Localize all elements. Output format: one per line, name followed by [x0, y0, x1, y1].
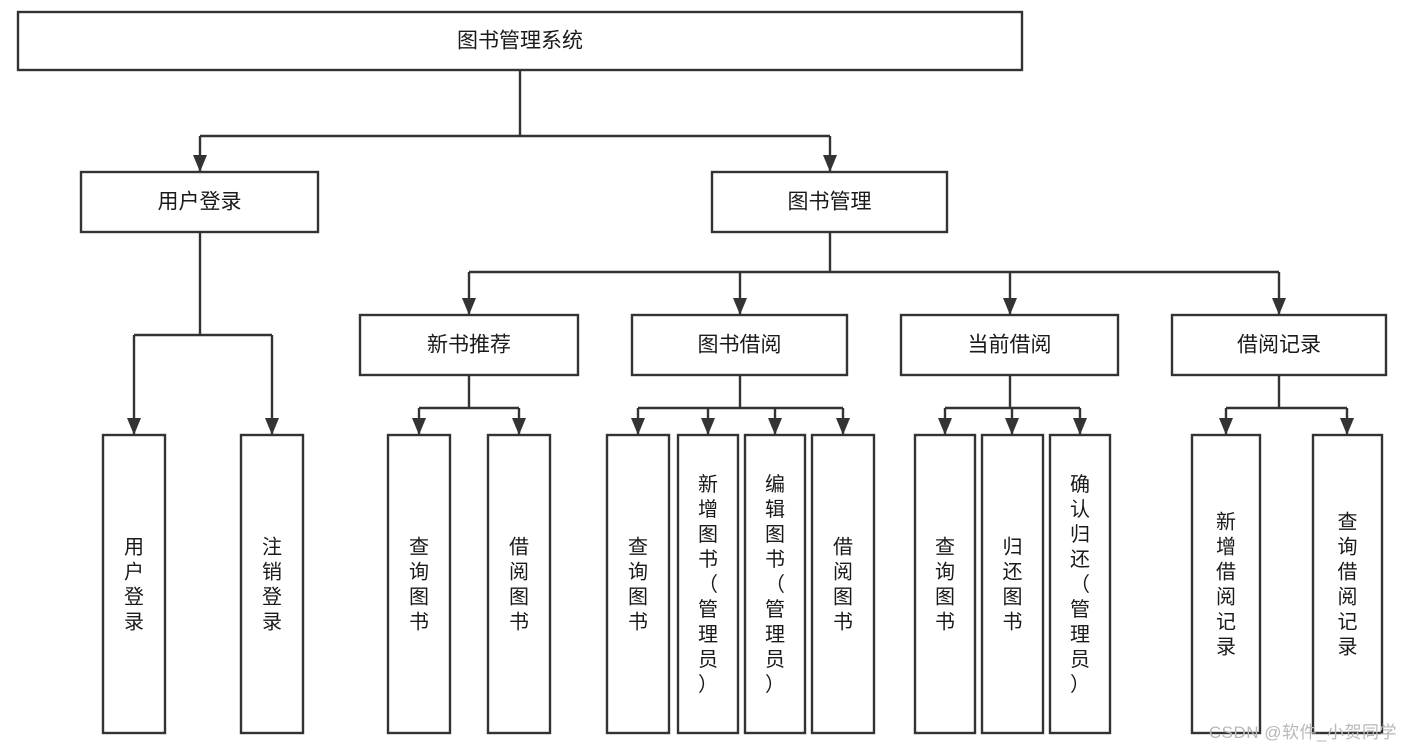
csdn-watermark: CSDN @软件_小贺同学: [1208, 723, 1397, 742]
node-leaf-8-查询图书[interactable]: 查询图书: [913, 433, 977, 735]
node-label: 借阅图书: [833, 536, 853, 634]
connector-group-0: [127, 232, 279, 435]
node-layer: 图书管理系统用户登录图书管理新书推荐图书借阅当前借阅借阅记录用户登录注销登录查询…: [16, 10, 1388, 735]
node-label: 借阅图书: [509, 536, 529, 634]
node-label: 新书推荐: [427, 334, 511, 357]
node-root-图书管理系统[interactable]: 图书管理系统: [16, 10, 1024, 72]
node-label: 当前借阅: [968, 334, 1052, 357]
node-label: 编辑图书（管理员）: [765, 473, 785, 696]
node-leaf-7-借阅图书[interactable]: 借阅图书: [810, 433, 876, 735]
node-level2-借阅记录[interactable]: 借阅记录: [1170, 313, 1388, 377]
node-leaf-5-新增图书管理员[interactable]: 新增图书（管理员）: [676, 433, 740, 735]
node-leaf-1-注销登录[interactable]: 注销登录: [239, 433, 305, 735]
node-label: 图书管理系统: [457, 30, 583, 53]
node-label: 查询图书: [628, 536, 648, 634]
connector-group-1: [412, 375, 526, 435]
node-level2-新书推荐[interactable]: 新书推荐: [358, 313, 580, 377]
node-leaf-0-用户登录[interactable]: 用户登录: [101, 433, 167, 735]
connector-layer: [127, 70, 1354, 435]
node-label: 用户登录: [124, 537, 144, 634]
connector-bookmgmt-to-level2: [462, 232, 1286, 315]
node-label: 注销登录: [262, 536, 282, 634]
node-label: 用户登录: [158, 191, 242, 214]
node-label: 图书借阅: [698, 334, 782, 357]
node-leaf-11-新增借阅记录[interactable]: 新增借阅记录: [1190, 433, 1262, 735]
node-leaf-2-查询图书[interactable]: 查询图书: [386, 433, 452, 735]
node-level2-图书借阅[interactable]: 图书借阅: [630, 313, 849, 377]
connector-group-2: [631, 375, 850, 435]
node-label: 图书管理: [788, 191, 872, 214]
node-leaf-3-借阅图书[interactable]: 借阅图书: [486, 433, 552, 735]
node-label: 新增借阅记录: [1216, 511, 1236, 659]
node-leaf-9-归还图书[interactable]: 归还图书: [980, 433, 1045, 735]
node-label: 新增图书（管理员）: [698, 473, 718, 696]
connector-root-to-level1: [193, 70, 837, 172]
node-leaf-6-编辑图书管理员[interactable]: 编辑图书（管理员）: [743, 433, 807, 735]
node-label: 查询图书: [409, 536, 429, 634]
node-level1-图书管理[interactable]: 图书管理: [710, 170, 949, 234]
node-label: 借阅记录: [1237, 334, 1321, 357]
node-level2-当前借阅[interactable]: 当前借阅: [899, 313, 1120, 377]
connector-group-3: [938, 375, 1087, 435]
node-label: 归还图书: [1003, 536, 1023, 634]
node-label: 查询图书: [935, 536, 955, 634]
connector-group-4: [1219, 375, 1354, 435]
node-leaf-10-确认归还管理员[interactable]: 确认归还（管理员）: [1048, 433, 1112, 735]
node-leaf-12-查询借阅记录[interactable]: 查询借阅记录: [1311, 433, 1384, 735]
node-label: 查询借阅记录: [1338, 511, 1358, 659]
node-leaf-4-查询图书[interactable]: 查询图书: [605, 433, 671, 735]
node-label: 确认归还（管理员）: [1070, 473, 1090, 696]
node-level1-用户登录[interactable]: 用户登录: [79, 170, 320, 234]
